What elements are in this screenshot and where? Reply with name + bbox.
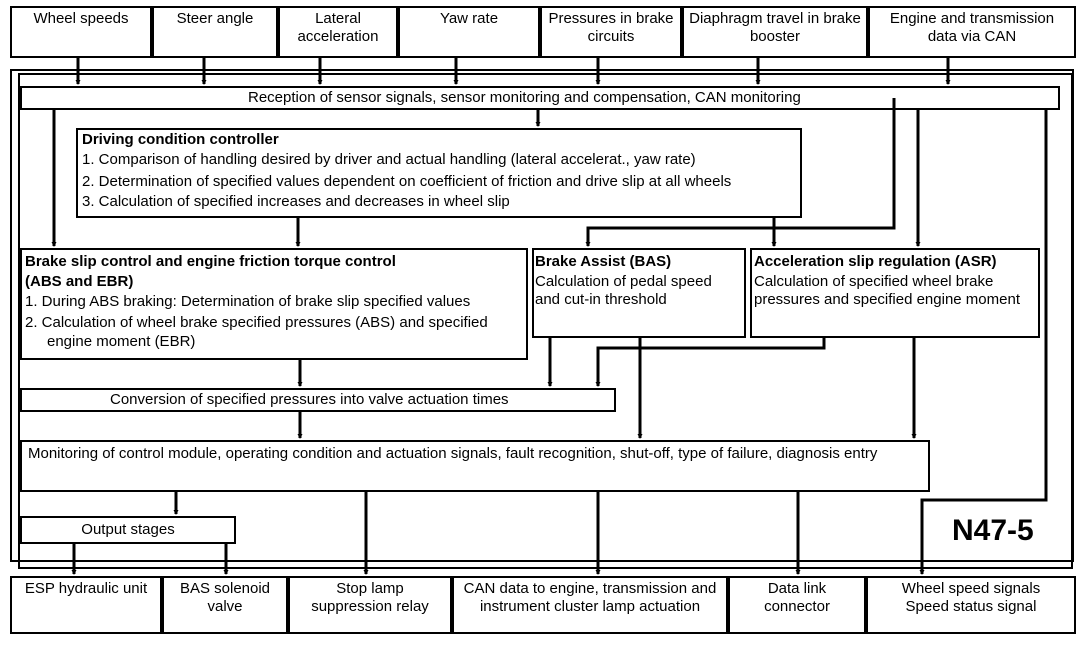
- brake-slip-subtitle: (ABS and EBR): [25, 273, 134, 290]
- monitoring-block: Monitoring of control module, operating …: [20, 440, 930, 492]
- input-engine-transmission-can: Engine and transmission data via CAN: [868, 6, 1076, 58]
- asr-line: pressures and specified engine moment: [754, 291, 1020, 308]
- monitoring-text: Monitoring of control module, operating …: [28, 445, 878, 462]
- output-data-link-connector: Data link connector: [728, 576, 866, 634]
- conversion-bar: Conversion of specified pressures into v…: [20, 388, 616, 412]
- output-bas-solenoid-valve: BAS solenoid valve: [162, 576, 288, 634]
- input-wheel-speeds: Wheel speeds: [10, 6, 152, 58]
- input-steer-angle: Steer angle: [152, 6, 278, 58]
- brake-assist-line: and cut-in threshold: [535, 291, 667, 308]
- output-stages-text: Output stages: [81, 521, 175, 538]
- module-code-label: N47-5: [952, 514, 1034, 547]
- input-brake-circuit-pressures: Pressures in brake circuits: [540, 6, 682, 58]
- module-outer-frame: [10, 69, 1074, 562]
- brake-slip-title: Brake slip control and engine friction t…: [25, 253, 396, 270]
- conversion-text: Conversion of specified pressures into v…: [110, 391, 509, 408]
- brake-assist-title: Brake Assist (BAS): [535, 253, 672, 270]
- output-can-data: CAN data to engine, transmission and ins…: [452, 576, 728, 634]
- sensor-reception-bar: Reception of sensor signals, sensor moni…: [20, 86, 1060, 110]
- output-wheel-speed-signals: Wheel speed signals Speed status signal: [866, 576, 1076, 634]
- driving-controller-item: 2. Determination of specified values dep…: [82, 173, 732, 190]
- asr-line: Calculation of specified wheel brake: [754, 273, 994, 290]
- asr-block: Acceleration slip regulation (ASR) Calcu…: [750, 248, 1040, 338]
- brake-assist-line: Calculation of pedal speed: [535, 273, 712, 290]
- brake-slip-control-block: Brake slip control and engine friction t…: [20, 248, 528, 360]
- output-stages-block: Output stages: [20, 516, 236, 544]
- input-lateral-acceleration: Lateral acceleration: [278, 6, 398, 58]
- output-stop-lamp-relay: Stop lamp suppression relay: [288, 576, 452, 634]
- asr-title: Acceleration slip regulation (ASR): [754, 253, 997, 270]
- brake-slip-item: 1. During ABS braking: Determination of …: [25, 293, 471, 310]
- brake-assist-block: Brake Assist (BAS) Calculation of pedal …: [532, 248, 746, 338]
- brake-slip-item: engine moment (EBR): [47, 333, 196, 350]
- driving-controller-item: 1. Comparison of handling desired by dri…: [82, 151, 696, 168]
- sensor-reception-text: Reception of sensor signals, sensor moni…: [248, 89, 801, 106]
- output-esp-hydraulic-unit: ESP hydraulic unit: [10, 576, 162, 634]
- input-yaw-rate: Yaw rate: [398, 6, 540, 58]
- input-diaphragm-travel: Diaphragm travel in brake booster: [682, 6, 868, 58]
- driving-controller-title: Driving condition controller: [82, 131, 279, 148]
- driving-condition-controller: Driving condition controller 1. Comparis…: [76, 128, 802, 218]
- driving-controller-item: 3. Calculation of specified increases an…: [82, 193, 510, 210]
- brake-slip-item: 2. Calculation of wheel brake specified …: [25, 314, 488, 331]
